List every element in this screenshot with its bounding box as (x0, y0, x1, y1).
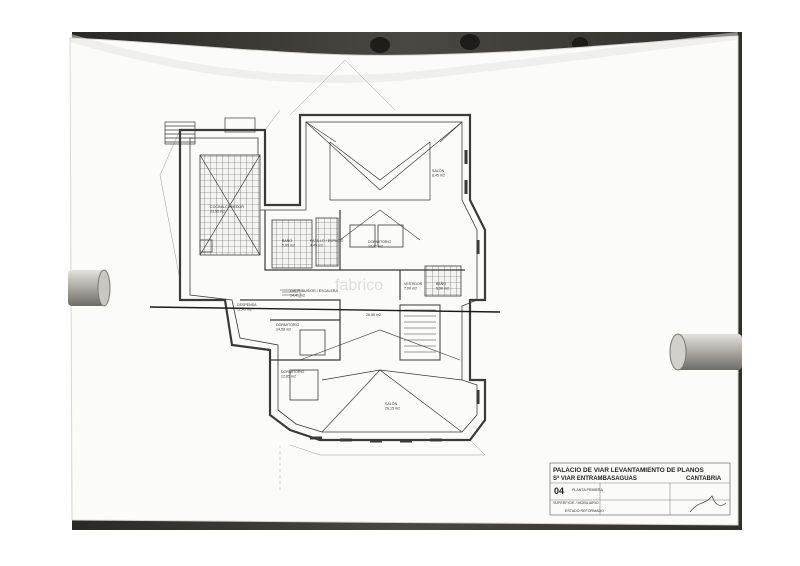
room-hall: 26,55 m2 (366, 313, 381, 317)
left-tube (68, 269, 111, 307)
state-label: ESTADO REFORMADO (565, 509, 604, 513)
section-line (149, 306, 501, 313)
floor-plan (159, 59, 487, 490)
paper-sheet (69, 35, 739, 526)
sheet-title: PLANTA PRIMERA (572, 488, 603, 492)
surface-label: SUPERFICIE / MOBILIARIO (553, 501, 599, 505)
signature (689, 495, 727, 513)
title-region: CANTABRIA (686, 476, 722, 482)
title-line-2: Sª VIAR ENTRAMBASAGUAS (553, 475, 637, 482)
sheet-number: 04 (554, 486, 564, 496)
title-line-1: PALACIO DE VIAR LEVANTAMIENTO DE PLANOS (553, 467, 705, 474)
title-block: PALACIO DE VIAR LEVANTAMIENTO DE PLANOS … (549, 462, 731, 516)
watermark: fabrico (335, 277, 383, 294)
right-tube (669, 333, 742, 371)
